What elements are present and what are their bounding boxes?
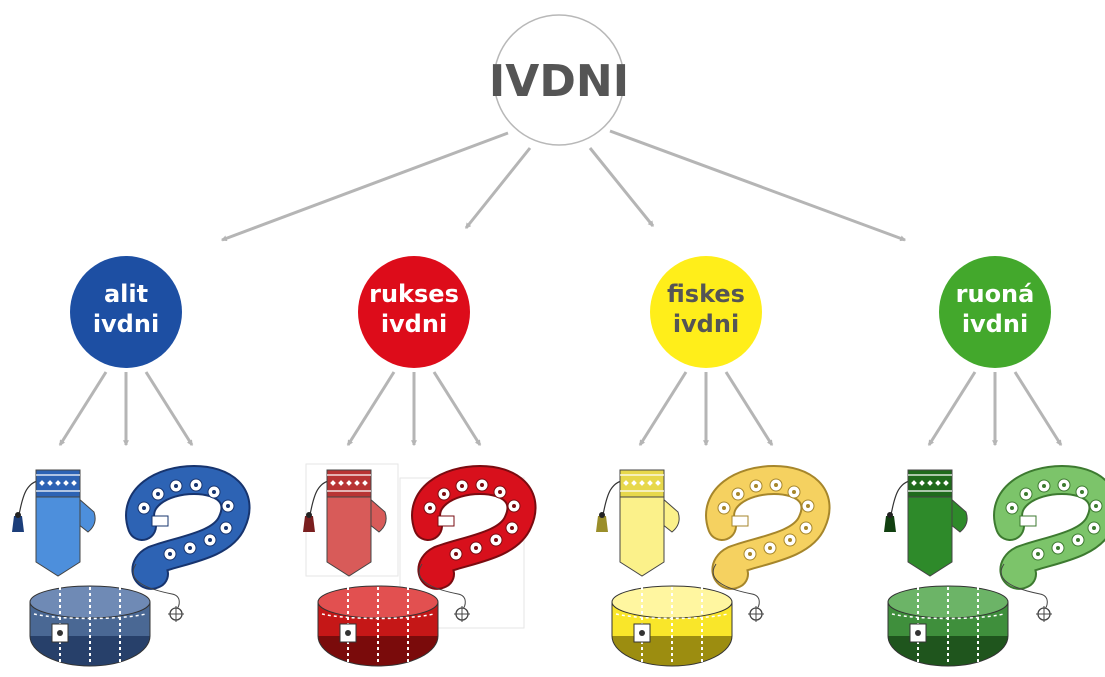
category-node-rukses: rukses ivdni — [358, 256, 470, 368]
mitten-icon — [596, 469, 680, 577]
arrow — [638, 371, 688, 447]
box-icon — [887, 585, 1009, 667]
arrow — [144, 371, 194, 447]
arrow — [927, 371, 977, 447]
arrow — [724, 371, 774, 447]
category-label-line1: fiskes — [667, 280, 745, 308]
arrow — [609, 129, 907, 242]
category-label-line2: ivdni — [962, 310, 1028, 338]
category-label-line1: ruoná — [956, 280, 1035, 308]
arrow — [58, 371, 108, 447]
box-icon — [611, 585, 733, 667]
mitten-icon — [12, 469, 96, 577]
arrow — [464, 147, 532, 229]
category-label-line2: ivdni — [93, 310, 159, 338]
mitten-icon — [303, 469, 387, 577]
category-node-alit: alit ivdni — [70, 256, 182, 368]
arrow — [1013, 371, 1063, 447]
category-label-line2: ivdni — [673, 310, 739, 338]
category-label-line1: rukses — [369, 280, 459, 308]
box-icon — [29, 585, 151, 667]
category-node-fiskes: fiskes ivdni — [650, 256, 762, 368]
arrow — [432, 371, 482, 447]
arrow — [346, 371, 396, 447]
category-label-line2: ivdni — [381, 310, 447, 338]
category-node-ruona: ruoná ivdni — [939, 256, 1051, 368]
box-icon — [317, 585, 439, 667]
category-label-line1: alit — [104, 280, 148, 308]
arrow — [220, 131, 509, 242]
belt-icon — [993, 464, 1105, 622]
belt-icon — [411, 464, 537, 622]
belt-icon — [705, 464, 831, 622]
item-illustrations — [12, 463, 1105, 667]
arrows — [58, 129, 1063, 447]
belt-icon — [125, 464, 251, 622]
arrow — [588, 147, 655, 227]
mitten-icon — [884, 469, 968, 577]
root-label: IVDNI — [489, 56, 629, 107]
root-node: IVDNI — [489, 14, 629, 146]
